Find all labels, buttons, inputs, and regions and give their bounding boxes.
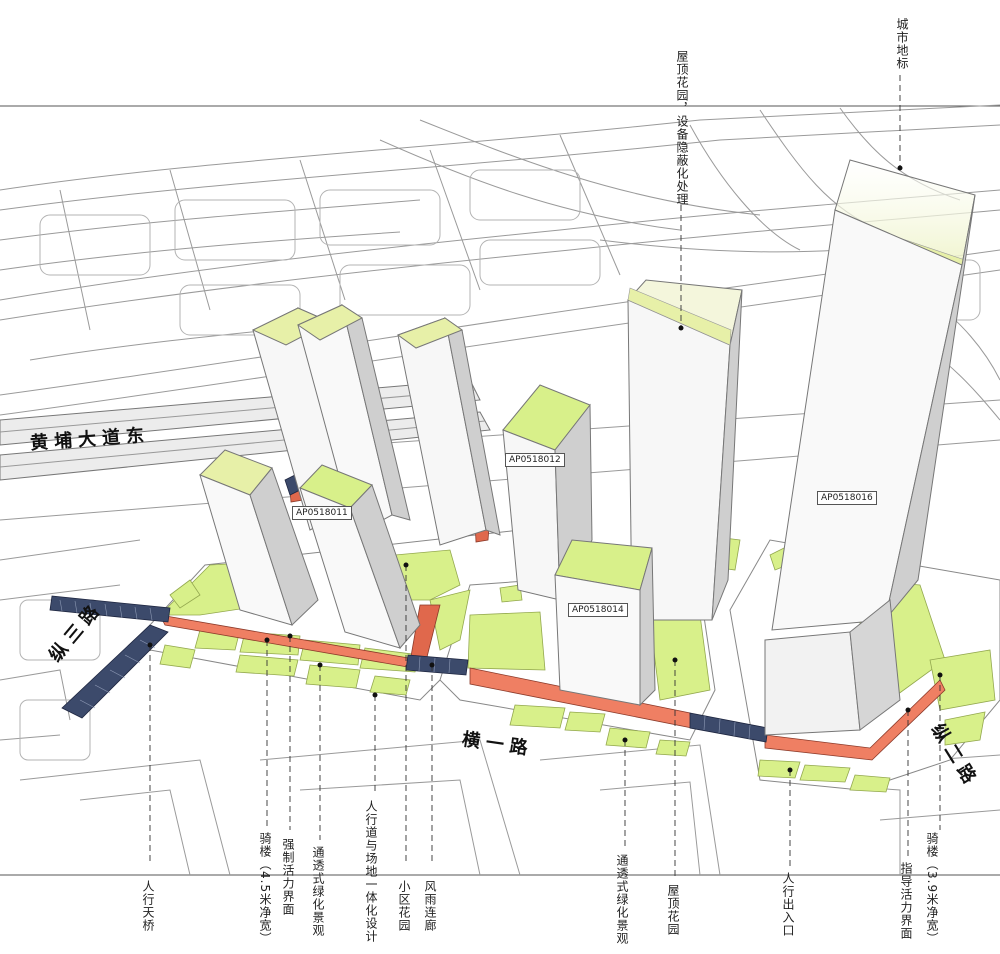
pedestrian-bridges (49, 469, 769, 743)
label-covered-corridor: 风雨连廊 (423, 880, 437, 932)
tower-c (396, 316, 501, 546)
label-arcade-left: 骑楼（4.5米净宽） (258, 832, 272, 946)
label-pedestrian-bridge: 人行天桥 (141, 880, 155, 932)
plot-tag-014: AP0518014 (568, 603, 628, 617)
tower-g (299, 464, 421, 649)
tower-b (296, 303, 411, 536)
label-community-garden: 小区花园 (397, 880, 411, 932)
label-arcade-right: 骑楼（3.9米净宽） (925, 832, 939, 946)
plot-tag-012: AP0518012 (505, 453, 565, 467)
tower-landmark (764, 159, 976, 736)
plot-tag-016: AP0518016 (817, 491, 877, 505)
tower-h (554, 539, 656, 707)
label-permeable-green-left: 通透式绿化景观 (311, 846, 325, 937)
bridge-hatching (59, 599, 751, 740)
label-roof-garden: 屋顶花园 (666, 884, 680, 936)
leader-dots (147, 165, 943, 773)
leader-lines (149, 75, 941, 880)
plot-tag-011: AP0518011 (292, 506, 352, 520)
label-roof-garden-equipment: 屋顶花园，设备隐蔽化处理 (675, 50, 689, 206)
label-sidewalk-integration: 人行道与场地一体化设计 (364, 800, 378, 943)
tower-e (627, 279, 743, 621)
label-landmark: 城市地标 (895, 18, 909, 70)
label-active-frontage-mandatory: 强制活力界面 (281, 838, 295, 916)
label-permeable-green-right: 通透式绿化景观 (615, 854, 629, 945)
label-active-frontage-guided: 指导活力界面 (899, 862, 913, 940)
tower-f (199, 449, 319, 626)
context-roads (0, 104, 1000, 876)
label-pedestrian-entrance: 人行出入口 (781, 872, 795, 937)
